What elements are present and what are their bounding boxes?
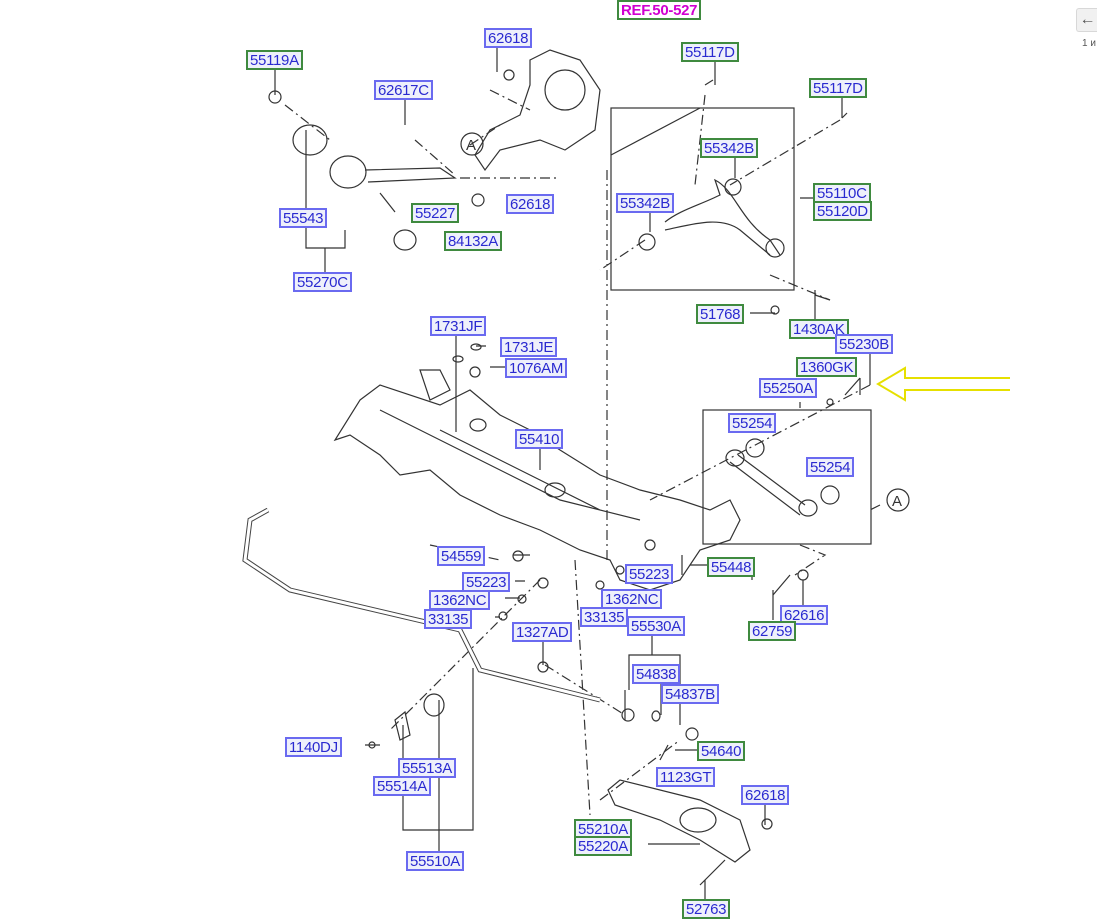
part-label[interactable]: 55223	[462, 572, 511, 592]
part-label[interactable]: 55510A	[406, 851, 464, 871]
part-label[interactable]: 1327AD	[512, 622, 573, 642]
part-label[interactable]: 55223	[625, 564, 674, 584]
part-label[interactable]: 62618	[484, 28, 533, 48]
part-label[interactable]: 55250A	[759, 378, 817, 398]
stabilizer-bar	[242, 507, 601, 703]
callout-a-text: A	[892, 493, 902, 510]
part-label[interactable]: 1076AM	[505, 358, 568, 378]
part-label[interactable]: 54837B	[661, 684, 719, 704]
arrow-left-icon: ←	[1079, 11, 1096, 28]
part-label[interactable]: 1360GK	[796, 357, 858, 377]
part-label[interactable]: 55410	[515, 429, 564, 449]
callout-a-circle	[460, 132, 484, 156]
part-label[interactable]: 54559	[437, 546, 486, 566]
lower-control-arm	[607, 779, 751, 863]
part-label[interactable]: 84132A	[444, 231, 502, 251]
part-label[interactable]: 55513A	[398, 758, 456, 778]
part-label[interactable]: 54640	[697, 741, 746, 761]
part-label[interactable]: 55110C	[813, 183, 871, 203]
part-label[interactable]: 52763	[682, 899, 731, 919]
page-count: 1 и	[1082, 38, 1096, 49]
part-label[interactable]: 1362NC	[429, 590, 491, 610]
back-button[interactable]: ←	[1076, 8, 1097, 32]
part-label[interactable]: 55448	[707, 557, 756, 577]
pointer-arrow-icon	[876, 366, 1010, 402]
part-label[interactable]: 55530A	[627, 616, 685, 636]
part-label[interactable]: 55254	[806, 457, 855, 477]
subframe-part	[333, 369, 741, 591]
part-label[interactable]: 33135	[580, 607, 629, 627]
part-label[interactable]: 1731JE	[500, 337, 558, 357]
part-label[interactable]: 62616	[780, 605, 829, 625]
part-label[interactable]: 55119A	[246, 50, 303, 70]
part-label[interactable]: 62759	[748, 621, 797, 641]
ref-link-label[interactable]: REF.50-527	[617, 0, 702, 20]
part-label[interactable]: 1140DJ	[285, 737, 342, 757]
part-label[interactable]: 55543	[279, 208, 328, 228]
part-label[interactable]: 1123GT	[656, 767, 716, 787]
part-label[interactable]: 62618	[506, 194, 555, 214]
knuckle-part	[474, 49, 601, 172]
part-label[interactable]: 55342B	[616, 193, 674, 213]
trailing-arm-group-box	[702, 409, 872, 545]
part-label[interactable]: 55120D	[813, 201, 872, 221]
part-label[interactable]: 55227	[411, 203, 460, 223]
part-label[interactable]: 55342B	[700, 138, 758, 158]
callout-a-circle	[886, 488, 910, 512]
part-label[interactable]: 62618	[741, 785, 790, 805]
part-label[interactable]: 55254	[728, 413, 777, 433]
part-label[interactable]: 51768	[696, 304, 745, 324]
callout-a-text: A	[466, 137, 476, 154]
part-label[interactable]: 54838	[632, 664, 681, 684]
part-label[interactable]: 55117D	[809, 78, 867, 98]
part-label[interactable]: 55230B	[835, 334, 893, 354]
part-label[interactable]: 55270C	[293, 272, 352, 292]
part-label[interactable]: 55117D	[681, 42, 739, 62]
part-label[interactable]: 1430AK	[789, 319, 849, 339]
part-label[interactable]: 55220A	[574, 836, 632, 856]
part-label[interactable]: 33135	[424, 609, 473, 629]
small-parts	[268, 69, 861, 886]
part-label[interactable]: 1362NC	[601, 589, 663, 609]
part-label[interactable]: 62617C	[374, 80, 433, 100]
upper-arm-group-box	[610, 107, 795, 291]
part-label[interactable]: 55514A	[373, 776, 431, 796]
part-label[interactable]: 1731JF	[430, 316, 487, 336]
